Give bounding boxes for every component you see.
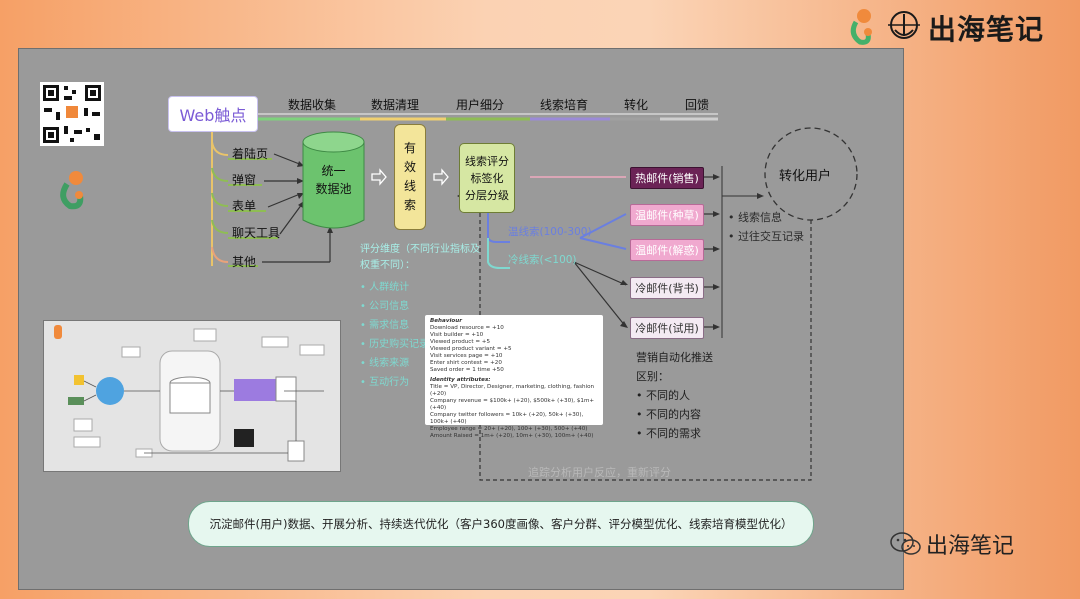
anchor-icon xyxy=(888,11,920,39)
dimension-interaction: 互动行为 xyxy=(369,377,410,388)
data-pool-label: 统一 数据池 xyxy=(303,162,364,198)
dimension-purchase-history: 历史购买记录 xyxy=(369,339,430,350)
source-chat-tool: 聊天工具 xyxy=(232,226,281,240)
stage-5: 回馈 xyxy=(685,98,710,112)
stage-4: 转化 xyxy=(624,98,649,112)
warm-tier-label: 温线索(100-300) xyxy=(508,226,592,238)
valid-leads-char-3: 线 xyxy=(403,179,416,193)
cold-email-trial: 冷邮件(试用) xyxy=(630,317,704,339)
watermark: 出海笔记 xyxy=(926,534,1015,559)
dimension-company: 公司信息 xyxy=(369,301,410,312)
feedback-loop-label: 追踪分析用户反应，重新评分 xyxy=(528,466,671,479)
converted-users-label: 转化用户 xyxy=(779,169,832,184)
bottom-summary: 沉淀邮件(用户)数据、开展分析、持续迭代优化（客户360度画像、客户分群、评分模… xyxy=(188,501,814,547)
valid-leads-box: 有 效 线 索 xyxy=(394,124,426,230)
cold-email-endorsement: 冷邮件(背书) xyxy=(630,277,704,299)
data-pool-line-1: 统一 xyxy=(321,164,346,178)
scoring-rules-card: Behaviour Download resource = +10 Visit … xyxy=(425,315,603,439)
architecture-thumbnail xyxy=(43,320,341,472)
behaviour-rule: Viewed product = +5 xyxy=(430,339,491,345)
behaviour-rule: Viewed product variant = +5 xyxy=(430,346,512,352)
behaviour-rule: Visit services page = +10 xyxy=(430,353,503,359)
dimension-lead-source: 线索来源 xyxy=(369,358,410,369)
note-lead-info: 线索信息 xyxy=(738,211,782,224)
dimension-needs: 需求信息 xyxy=(369,320,410,331)
automation-title: 营销自动化推送 xyxy=(636,351,713,364)
source-other: 其他 xyxy=(232,255,257,269)
automation-block: 营销自动化推送 区别： • 不同的人 • 不同的内容 • 不同的需求 xyxy=(636,348,713,443)
stage-0: 数据收集 xyxy=(288,98,337,112)
identity-rule: Company revenue = $100k+ (+20), $500k+ (… xyxy=(430,398,595,411)
stage-1: 数据清理 xyxy=(371,98,420,112)
behaviour-rule: Visit builder = +10 xyxy=(430,332,484,338)
dimension-demographics: 人群统计 xyxy=(369,282,410,293)
cold-tier-label: 冷线索(<100) xyxy=(508,254,577,266)
identity-rule: Employee range = 20+ (+20), 100+ (+30), … xyxy=(430,426,588,432)
conversion-notes: • 线索信息 • 过往交互记录 xyxy=(728,211,804,243)
scoring-dimensions-title: 评分维度（不同行业指标及权重不同）： xyxy=(360,244,480,271)
qr-code xyxy=(40,82,104,146)
automation-item-content: 不同的内容 xyxy=(646,408,701,421)
behaviour-rule: Download resource = +10 xyxy=(430,325,504,331)
behaviour-rule: Enter shirt contest = +20 xyxy=(430,360,502,366)
note-interaction-history: 过往交互记录 xyxy=(738,230,804,243)
web-touchpoint: Web触点 xyxy=(168,96,258,132)
tiering-line: 分层分级 xyxy=(465,188,509,202)
automation-item-people: 不同的人 xyxy=(646,389,690,402)
wechat-icon xyxy=(890,532,921,555)
tagging-line: 标签化 xyxy=(470,171,504,185)
identity-title: Identity attributes: xyxy=(430,377,491,383)
brand-title: 出海笔记 xyxy=(928,13,1045,46)
source-popup: 弹窗 xyxy=(232,173,257,187)
logo-mark-icon xyxy=(60,171,84,210)
identity-rule: Amount Raised = 1m+ (+20), 10m+ (+30), 1… xyxy=(430,433,594,439)
lead-scoring-line: 线索评分 xyxy=(465,154,509,168)
stage-3: 线索培育 xyxy=(540,98,589,112)
identity-rule: Company twitter followers = 10k+ (+20), … xyxy=(430,412,584,425)
brand-logo-icon xyxy=(850,9,872,45)
lead-scoring-box: 线索评分 标签化 分层分级 xyxy=(459,143,515,213)
stage-2: 用户细分 xyxy=(456,98,505,112)
warm-email-faq: 温邮件(解惑) xyxy=(630,239,704,261)
source-landing-page: 着陆页 xyxy=(232,147,269,161)
behaviour-title: Behaviour xyxy=(430,318,462,324)
source-form: 表单 xyxy=(232,199,257,213)
valid-leads-char-4: 索 xyxy=(403,198,416,212)
automation-subtitle: 区别： xyxy=(636,370,669,383)
valid-leads-char-1: 有 xyxy=(403,141,416,155)
scoring-dimensions-list: • 人群统计 • 公司信息 • 需求信息 • 历史购买记录 • 线索来源 • 互… xyxy=(360,282,430,388)
automation-item-needs: 不同的需求 xyxy=(646,427,701,440)
behaviour-rule: Saved order = 1 time +50 xyxy=(430,367,504,373)
valid-leads-char-2: 效 xyxy=(403,160,416,174)
hot-email: 热邮件(销售) xyxy=(630,167,704,189)
warm-email-seeding: 温邮件(种草) xyxy=(630,204,704,226)
data-pool-line-2: 数据池 xyxy=(315,182,352,196)
identity-rule: Title = VP, Director, Designer, marketin… xyxy=(430,384,595,397)
